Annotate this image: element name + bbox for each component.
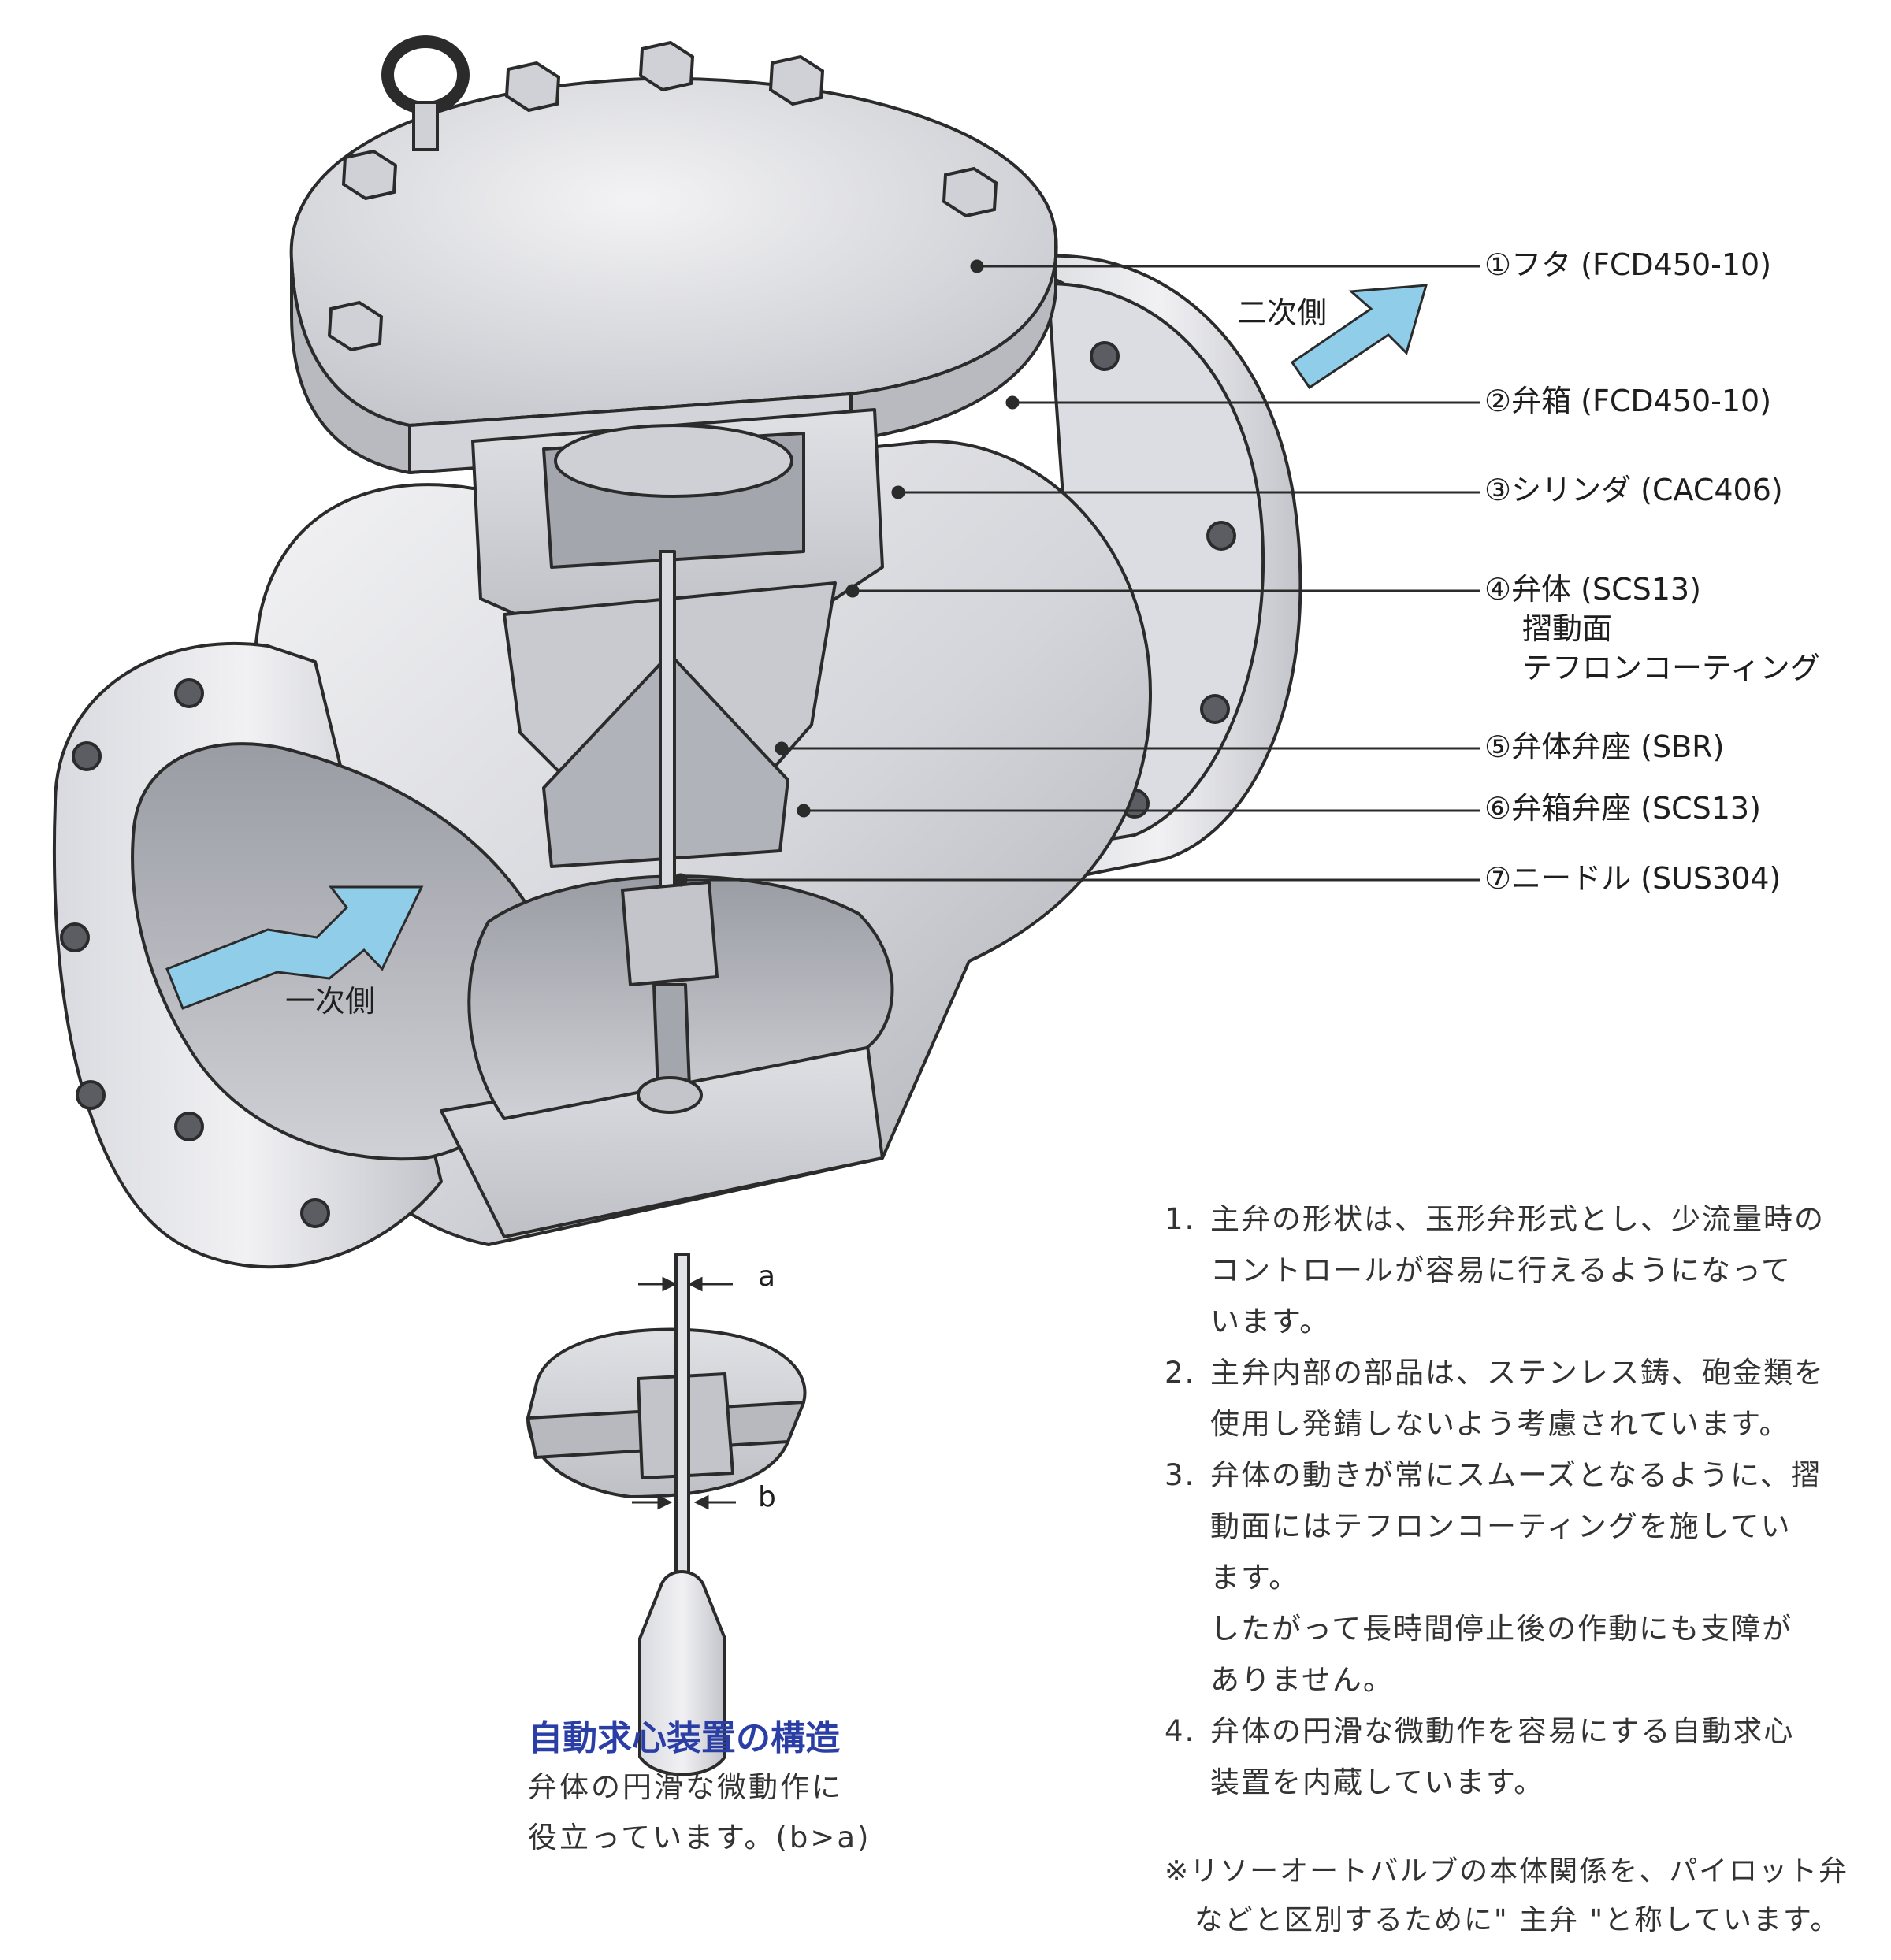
leader-dot <box>1005 395 1020 410</box>
eye-bolt <box>381 35 470 151</box>
feature-number: 1. <box>1165 1202 1196 1236</box>
centering-needle <box>674 1253 690 1587</box>
bolt-hole <box>174 678 204 708</box>
feature-item-1: 1. 主弁の形状は、玉形弁形式とし、少流量時の コントロールが容易に行えるように… <box>1165 1193 1874 1347</box>
centering-needle-handle <box>638 1570 726 1776</box>
dim-a-arrow-left <box>662 1276 678 1292</box>
bolt-hole <box>300 1198 330 1228</box>
feature-text: 主弁の形状は、玉形弁形式とし、少流量時の コントロールが容易に行えるようになって… <box>1210 1202 1825 1338</box>
part-label-valve-disc: ④弁体 (SCS13) <box>1484 572 1701 607</box>
needle-nut <box>621 881 719 986</box>
feature-number: 2. <box>1165 1356 1196 1390</box>
leader-dot <box>891 485 905 499</box>
leader-lines <box>674 259 1480 887</box>
leader-dot <box>797 804 811 818</box>
feature-item-4: 4. 弁体の円滑な微動作を容易にする自動求心 装置を内蔵しています。 <box>1165 1706 1874 1808</box>
eye-bolt-shank <box>412 101 439 151</box>
hex-bolt <box>327 300 384 352</box>
auto-centering-desc-line1: 弁体の円滑な微動作に <box>528 1770 843 1804</box>
cylinder-opening <box>554 424 793 498</box>
hex-bolt <box>942 166 998 218</box>
dimension-a-label: a <box>758 1260 776 1293</box>
feature-text: 弁体の円滑な微動作を容易にする自動求心 装置を内蔵しています。 <box>1210 1714 1795 1799</box>
primary-flow-arrow <box>165 885 424 1010</box>
hex-bolt <box>341 149 398 201</box>
bolt-hole <box>1090 341 1120 371</box>
part-label-needle: ⑦ニードル (SUS304) <box>1484 861 1781 896</box>
primary-side-label: 一次側 <box>285 984 376 1019</box>
feature-text: 弁体の動きが常にスムーズとなるように、摺 動面にはテフロンコーティングを施してい… <box>1210 1458 1822 1697</box>
eye-bolt-ring <box>381 35 470 114</box>
bolt-hole <box>76 1080 106 1110</box>
hex-bolt <box>504 61 561 113</box>
secondary-side-label: 二次側 <box>1237 295 1328 330</box>
bolt-hole <box>1206 521 1236 551</box>
secondary-flow-arrow <box>1290 284 1428 390</box>
leader-dot <box>775 741 789 755</box>
needle-thread <box>652 983 691 1093</box>
feature-item-2: 2. 主弁内部の部品は、ステンレス鋳、砲金類を 使用し発錆しないよう考慮されてい… <box>1165 1347 1874 1450</box>
bolt-hole <box>60 922 90 952</box>
part-label-valve-disc-sub1: 摺動面 <box>1522 611 1613 646</box>
bolt-hole <box>72 741 102 771</box>
hex-bolt <box>768 54 825 106</box>
footnote: ※リソーオートバルブの本体関係を、パイロット弁 などと区別するために" 主弁 "… <box>1165 1855 1849 1936</box>
leader-dot <box>970 259 984 273</box>
dim-b-arrow-left <box>657 1494 673 1510</box>
needle-end-nut <box>637 1076 703 1114</box>
dim-a-arrow-right <box>687 1276 703 1292</box>
auto-centering-device-illustration <box>526 1253 807 1776</box>
feature-item-3: 3. 弁体の動きが常にスムーズとなるように、摺 動面にはテフロンコーティングを施… <box>1165 1450 1874 1706</box>
leader-dot <box>845 584 860 598</box>
part-label-valve-disc-sub2: テフロンコーティング <box>1522 651 1820 685</box>
bolt-hole <box>174 1112 204 1141</box>
hex-bolt <box>638 40 695 92</box>
part-label-cylinder: ③シリンダ (CAC406) <box>1484 473 1783 507</box>
auto-centering-desc-line2: 役立っています。(b>a) <box>528 1821 871 1854</box>
dimension-marks <box>632 1276 736 1510</box>
dimension-b-label: b <box>758 1481 776 1513</box>
part-label-lid: ①フタ (FCD450-10) <box>1484 247 1772 282</box>
part-label-valve-box: ②弁箱 (FCD450-10) <box>1484 384 1772 418</box>
flow-arrows <box>165 284 1428 1010</box>
part-label-disc-seat: ⑤弁体弁座 (SBR) <box>1484 729 1725 764</box>
leader-dot <box>674 873 688 887</box>
valve-body <box>52 76 1302 1269</box>
auto-centering-title: 自動求心装置の構造 <box>528 1718 840 1758</box>
feature-number: 4. <box>1165 1714 1196 1748</box>
feature-text: 主弁内部の部品は、ステンレス鋳、砲金類を 使用し発錆しないよう考慮されています。 <box>1210 1356 1825 1441</box>
feature-number: 3. <box>1165 1458 1196 1492</box>
dim-b-arrow-right <box>693 1494 709 1510</box>
lid-bolts <box>327 40 998 352</box>
feature-list: 1. 主弁の形状は、玉形弁形式とし、少流量時の コントロールが容易に行えるように… <box>1165 1193 1874 1808</box>
part-label-box-seat: ⑥弁箱弁座 (SCS13) <box>1484 791 1761 826</box>
bolt-hole <box>1200 694 1230 724</box>
